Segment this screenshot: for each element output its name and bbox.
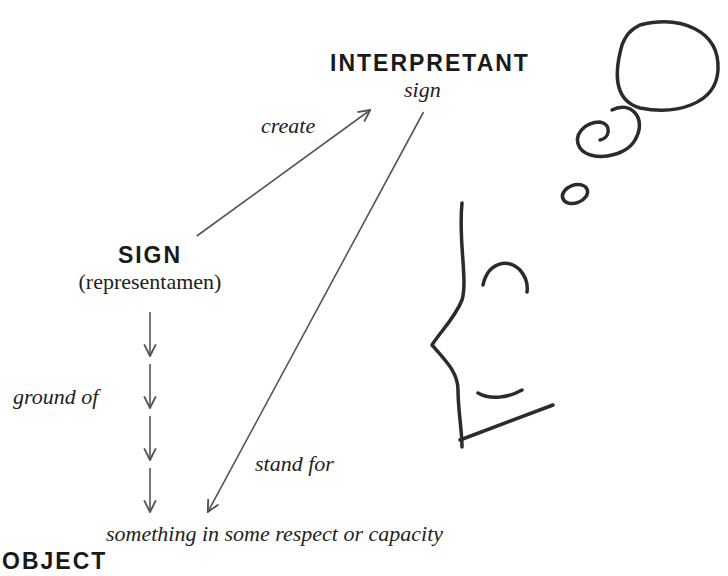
concept-description: something in some respect or capacity [2,520,443,548]
relation-label: ground of [10,383,101,411]
face-eye [483,263,527,292]
relation-label: stand for [252,450,337,478]
relation-arrow [208,112,424,512]
relation-arrow [197,110,370,236]
concept-subtitle: sign [330,76,530,104]
concept-node: something in some respect or capacityOBJ… [2,520,443,574]
face-mouth [478,390,522,397]
relation-label: create [258,112,318,140]
concept-subtitle: (representamen) [79,268,222,296]
concept-heading: OBJECT [2,548,443,574]
thought-bubble [617,22,718,110]
concept-heading: INTERPRETANT [330,50,530,76]
concept-node: SIGN(representamen) [79,242,222,296]
thought-bubble [578,107,640,156]
relation-arrow [149,304,151,512]
thought-bubble [560,181,591,207]
face-profile [432,203,464,447]
concept-heading: SIGN [79,242,222,268]
face-chin [460,405,553,440]
concept-node: INTERPRETANTsign [330,50,530,104]
